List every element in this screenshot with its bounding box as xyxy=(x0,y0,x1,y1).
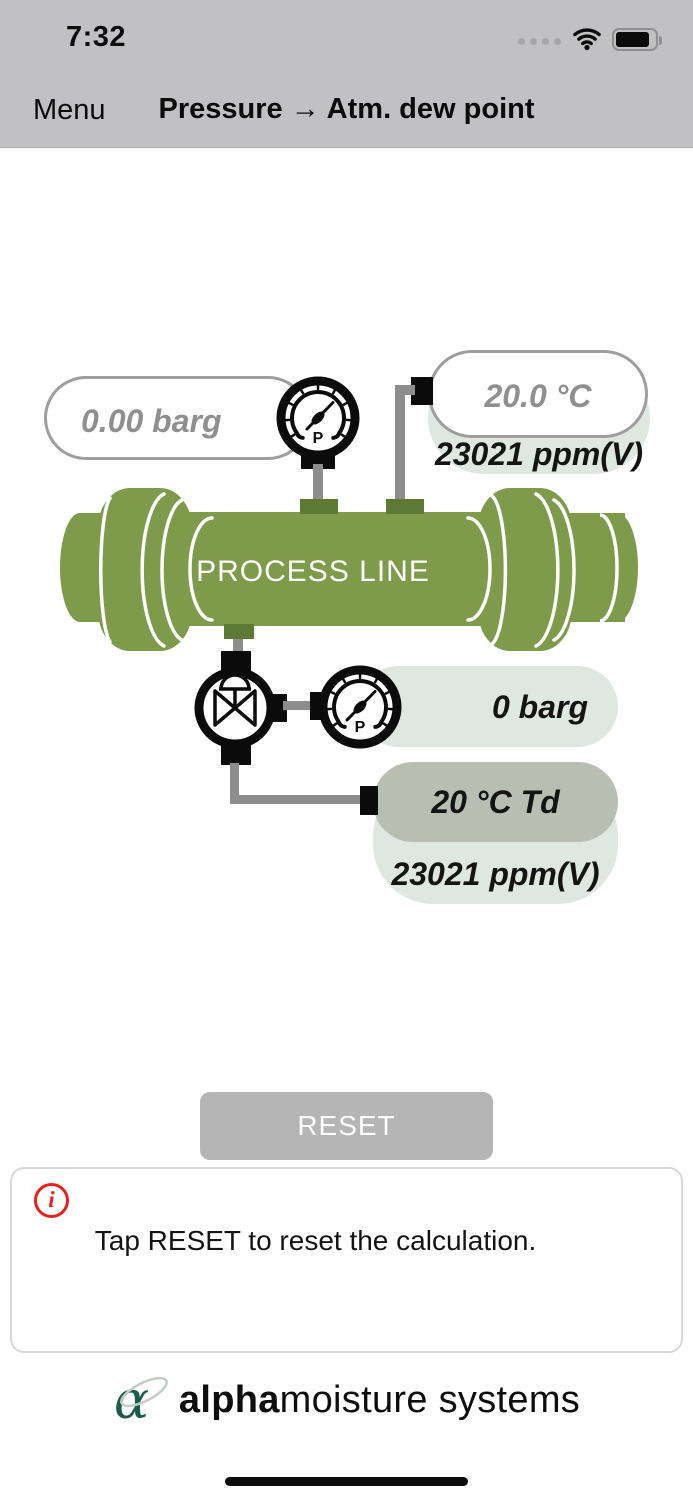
dew-point-pill: 20 °C Td xyxy=(373,762,618,842)
signal-dot xyxy=(554,38,561,45)
brand-logo: α alphamoisture systems xyxy=(0,1368,693,1432)
signal-dot xyxy=(542,38,549,45)
top-bar xyxy=(0,0,693,148)
gauge1-stem-pipe xyxy=(313,464,323,506)
dew-point-connector xyxy=(360,786,378,815)
outlet-pipe-vertical xyxy=(230,763,239,804)
dew-point-value: 20 °C Td xyxy=(431,784,560,820)
stub-bottom xyxy=(224,624,254,639)
outlet-pressure-value: 0 barg xyxy=(491,689,588,725)
gauge-label: P xyxy=(355,719,366,736)
info-panel: i Tap RESET to reset the calculation. xyxy=(10,1167,683,1353)
alpha-logo-icon: α xyxy=(114,1373,168,1429)
temp-probe-connector xyxy=(411,377,433,405)
stub-top-2 xyxy=(386,499,424,514)
battery-level xyxy=(616,32,649,47)
line-temperature-input[interactable]: 20.0 °C xyxy=(428,350,648,438)
info-icon: i xyxy=(34,1183,69,1218)
info-message: Tap RESET to reset the calculation. xyxy=(94,1225,537,1256)
process-line-label: PROCESS LINE xyxy=(196,555,430,588)
temp-probe-pipe-elbow xyxy=(395,385,415,395)
brand-name-regular: moisture systems xyxy=(279,1378,581,1421)
outlet-pipe-horizontal xyxy=(230,795,366,804)
gauge-label: P xyxy=(313,430,324,447)
line-moisture-value: 23021 ppm(V) xyxy=(434,436,644,472)
cellular-signal-icon xyxy=(518,38,561,45)
valve-icon xyxy=(194,667,276,749)
flange-left xyxy=(98,488,192,651)
battery-icon xyxy=(612,28,662,51)
valve-bottom-connector xyxy=(221,745,251,765)
temp-probe-pipe xyxy=(395,385,405,508)
line-temperature-value: 20.0 °C xyxy=(484,378,592,414)
stub-top-1 xyxy=(300,499,338,514)
reset-button[interactable]: RESET xyxy=(200,1092,493,1160)
menu-button[interactable]: Menu xyxy=(33,94,106,126)
valve-gauge-pipe xyxy=(283,701,319,710)
pressure-gauge-outlet: P xyxy=(318,665,402,749)
signal-dot xyxy=(518,38,525,45)
pipe-barrel xyxy=(150,512,550,626)
process-line-graphic: PROCESS LINE xyxy=(60,488,638,651)
valve-top-connector xyxy=(221,651,251,671)
page-title: Pressure → Atm. dew point xyxy=(158,93,535,125)
outlet-moisture-value: 23021 ppm(V) xyxy=(391,856,600,892)
battery-nub xyxy=(659,36,662,45)
line-pressure-input[interactable]: 0.00 barg xyxy=(44,376,310,460)
signal-dot xyxy=(530,38,537,45)
pressure-gauge-line: P xyxy=(276,376,360,460)
valve-stem-pipe xyxy=(233,637,243,654)
brand-name-bold: alpha xyxy=(178,1378,280,1421)
home-indicator[interactable] xyxy=(225,1477,468,1486)
wifi-icon xyxy=(573,28,601,51)
line-pressure-value: 0.00 barg xyxy=(81,403,222,439)
status-time: 7:32 xyxy=(66,21,127,53)
brand-name: alphamoisture systems xyxy=(179,1379,580,1422)
